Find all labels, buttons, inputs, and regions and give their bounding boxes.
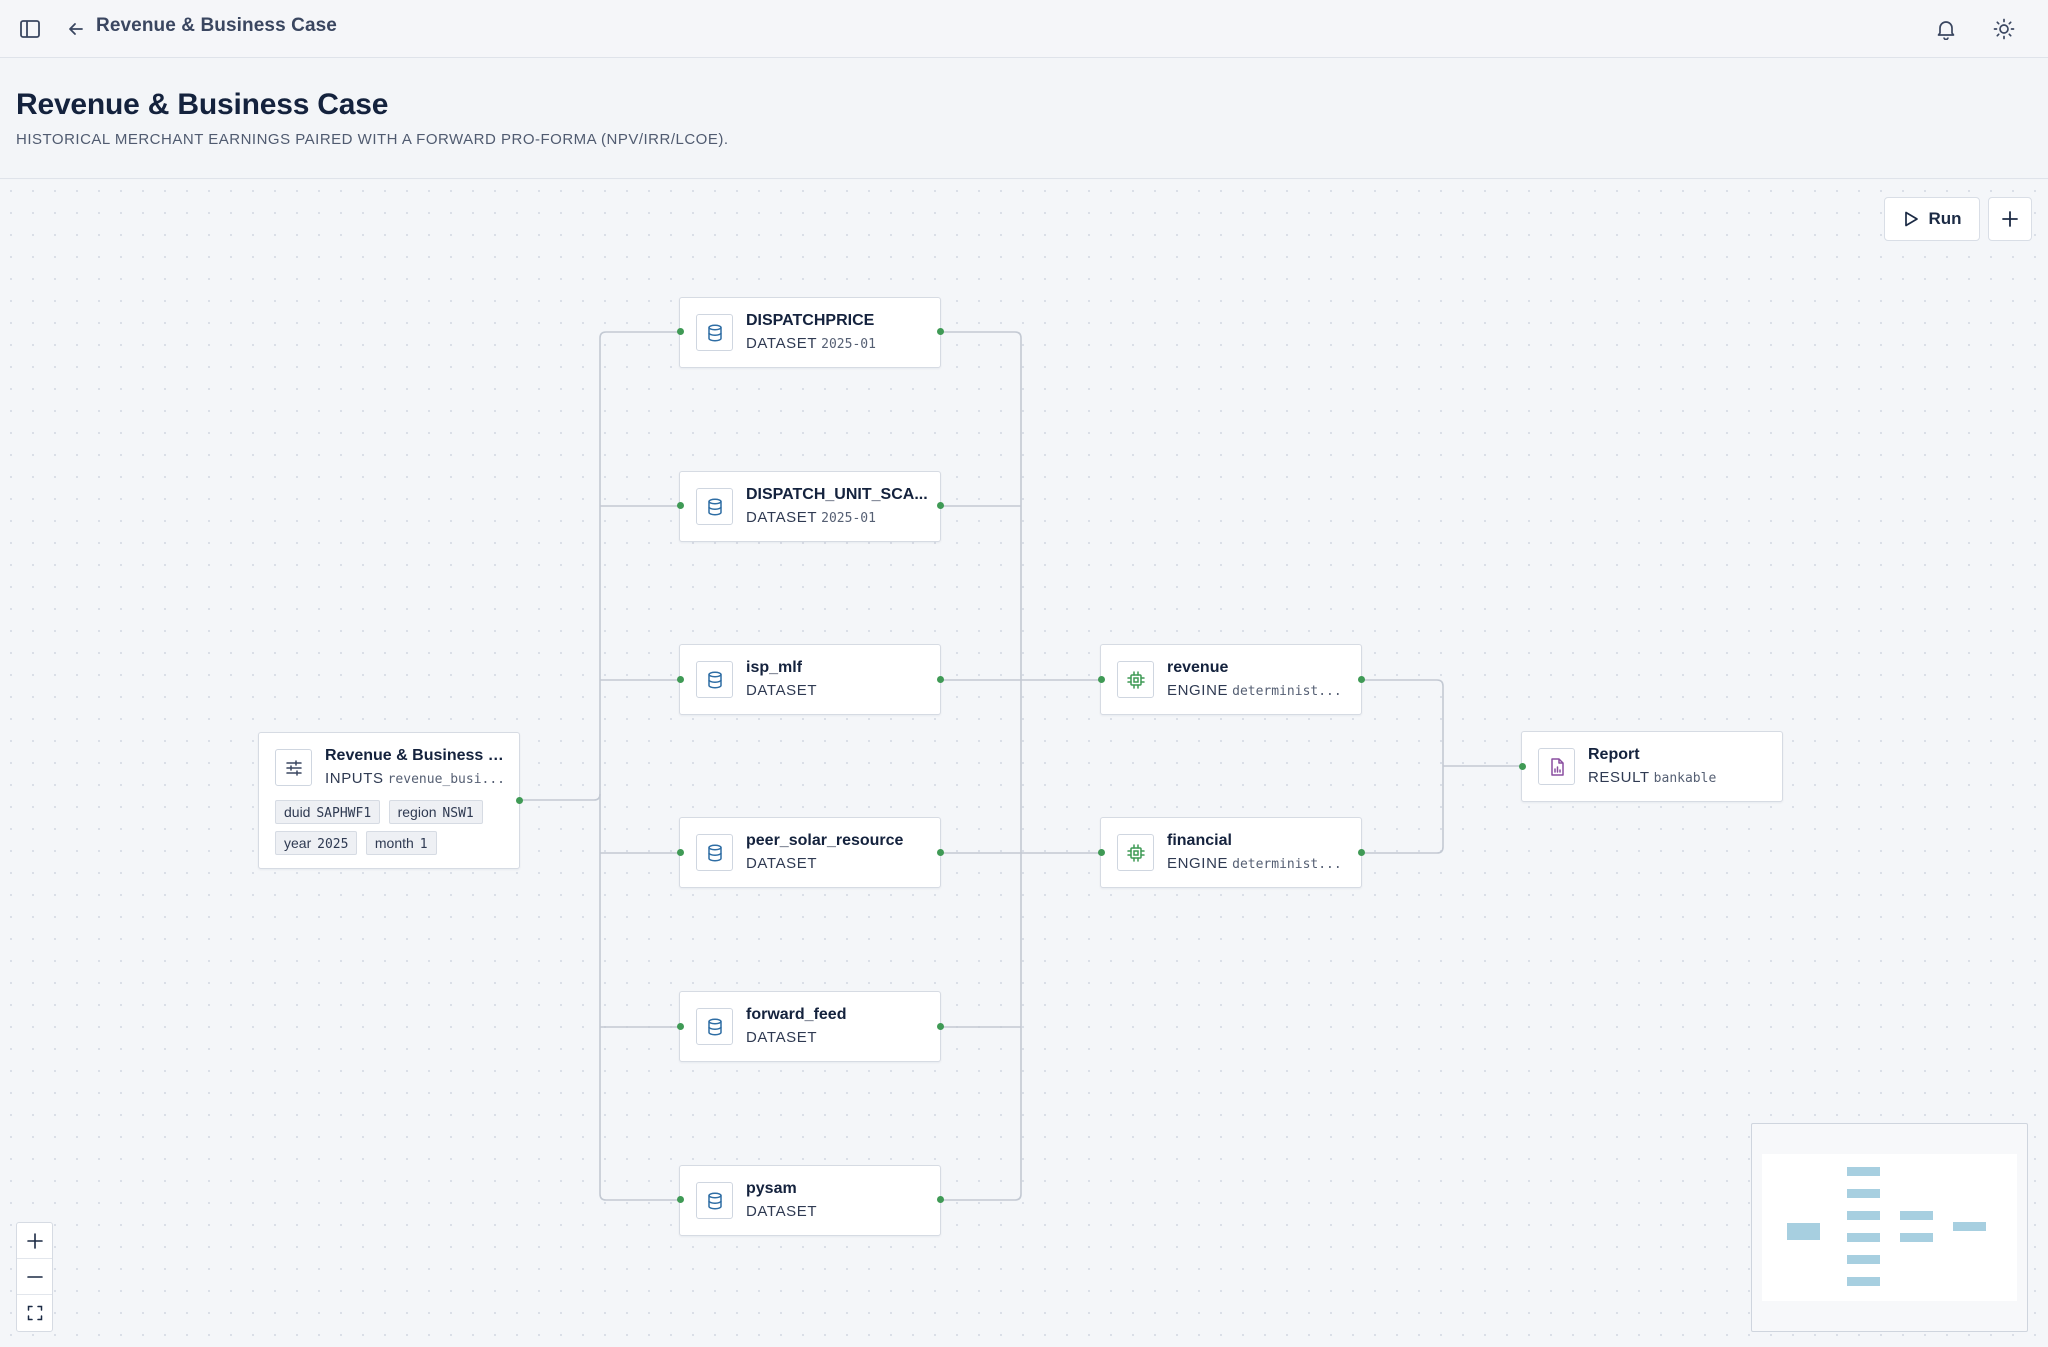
add-node-button[interactable] — [1988, 197, 2032, 241]
minus-icon — [26, 1275, 43, 1278]
output-port[interactable] — [937, 1023, 944, 1030]
input-port[interactable] — [677, 1023, 684, 1030]
minimap[interactable] — [1751, 1123, 2028, 1332]
input-port[interactable] — [677, 676, 684, 683]
fullscreen-icon — [27, 1305, 42, 1321]
database-icon — [696, 834, 733, 871]
node-title: Revenue & Business C... — [325, 747, 509, 764]
minimap-node — [1900, 1233, 1933, 1242]
top-bar: Revenue & Business Case — [0, 0, 2048, 58]
minimap-node — [1900, 1211, 1933, 1220]
node-title: DISPATCH_UNIT_SCA... — [746, 486, 928, 503]
output-port[interactable] — [937, 328, 944, 335]
sun-icon[interactable] — [1991, 16, 2017, 42]
plus-icon — [26, 1232, 43, 1249]
dataset-node-pysam[interactable]: pysam DATASET — [679, 1165, 941, 1236]
output-port[interactable] — [937, 1196, 944, 1203]
chip-duid[interactable]: duid SAPHWF1 — [275, 800, 381, 824]
chip-month[interactable]: month 1 — [365, 831, 437, 855]
zoom-controls — [16, 1222, 53, 1332]
breadcrumb: Revenue & Business Case — [96, 15, 337, 36]
plus-icon — [2002, 211, 2018, 227]
page-title: Revenue & Business Case — [16, 88, 389, 121]
bell-icon[interactable] — [1933, 16, 1959, 42]
database-icon — [696, 488, 733, 525]
minimap-node — [1787, 1223, 1820, 1240]
output-port[interactable] — [937, 502, 944, 509]
minimap-node — [1847, 1255, 1880, 1264]
run-button[interactable]: Run — [1884, 197, 1980, 241]
minimap-node — [1847, 1167, 1880, 1176]
output-port[interactable] — [937, 849, 944, 856]
cpu-chip-icon — [1117, 661, 1154, 698]
play-icon — [1905, 211, 1919, 227]
input-port[interactable] — [677, 1196, 684, 1203]
input-port[interactable] — [1519, 763, 1526, 770]
input-port[interactable] — [1098, 676, 1105, 683]
file-chart-icon — [1538, 748, 1575, 785]
database-icon — [696, 661, 733, 698]
output-port[interactable] — [937, 676, 944, 683]
zoom-out-button[interactable] — [17, 1259, 52, 1295]
sliders-icon — [275, 749, 312, 786]
node-title: pysam — [746, 1180, 797, 1197]
node-subtitle: DATASET — [746, 682, 818, 699]
sidebar-toggle-icon[interactable] — [17, 16, 43, 42]
chip-region[interactable]: region NSW1 — [388, 800, 483, 824]
chip-year[interactable]: year 2025 — [275, 831, 358, 855]
input-port[interactable] — [677, 328, 684, 335]
node-title: peer_solar_resource — [746, 832, 904, 849]
database-icon — [696, 1008, 733, 1045]
node-title: financial — [1167, 832, 1232, 849]
node-subtitle: DATASET — [746, 855, 818, 872]
output-port[interactable] — [1358, 849, 1365, 856]
database-icon — [696, 1182, 733, 1219]
input-port[interactable] — [677, 849, 684, 856]
page-header: Revenue & Business Case HISTORICAL MERCH… — [0, 58, 2048, 179]
node-title: isp_mlf — [746, 659, 803, 676]
minimap-node — [1847, 1189, 1880, 1198]
database-icon — [696, 314, 733, 351]
minimap-node — [1953, 1222, 1986, 1231]
minimap-node — [1847, 1211, 1880, 1220]
zoom-in-button[interactable] — [17, 1223, 52, 1259]
output-port[interactable] — [516, 797, 523, 804]
input-chips: duid SAPHWF1 region NSW1 year 2025 month… — [275, 800, 515, 862]
node-title: DISPATCHPRICE — [746, 312, 875, 329]
fit-view-button[interactable] — [17, 1295, 52, 1331]
page-subtitle: HISTORICAL MERCHANT EARNINGS PAIRED WITH… — [16, 131, 729, 148]
dataset-node-forward-feed[interactable]: forward_feed DATASET — [679, 991, 941, 1062]
node-subtitle: DATASET — [746, 1203, 818, 1220]
node-title: forward_feed — [746, 1006, 847, 1023]
cpu-chip-icon — [1117, 834, 1154, 871]
node-subtitle: DATASET — [746, 1029, 818, 1046]
arrow-left-icon[interactable] — [63, 16, 89, 42]
node-title: revenue — [1167, 659, 1229, 676]
input-port[interactable] — [677, 502, 684, 509]
minimap-node — [1847, 1233, 1880, 1242]
node-title: Report — [1588, 746, 1640, 763]
run-button-label: Run — [1928, 209, 1962, 228]
minimap-viewport — [1762, 1154, 2017, 1301]
dataset-node-isp-mlf[interactable]: isp_mlf DATASET — [679, 644, 941, 715]
output-port[interactable] — [1358, 676, 1365, 683]
minimap-node — [1847, 1277, 1880, 1286]
dataset-node-peer-solar-resource[interactable]: peer_solar_resource DATASET — [679, 817, 941, 888]
input-port[interactable] — [1098, 849, 1105, 856]
